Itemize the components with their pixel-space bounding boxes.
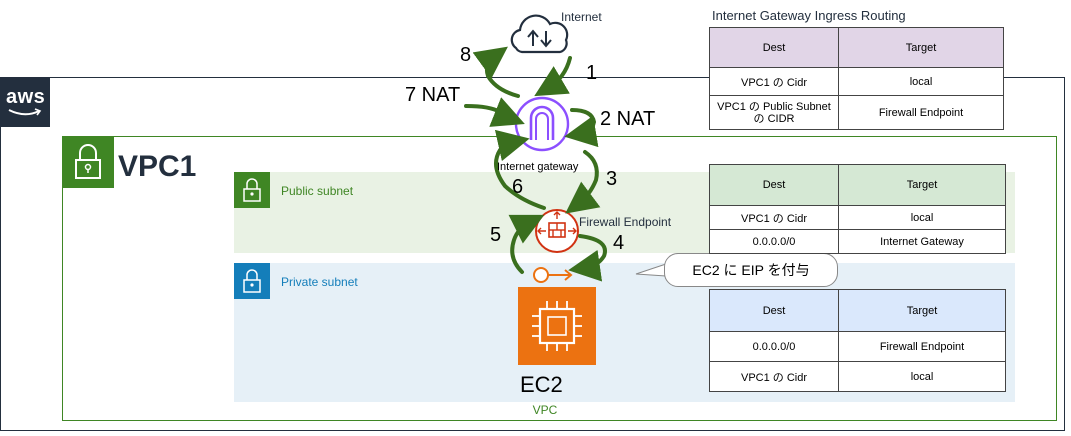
table-cell: Firewall Endpoint (838, 95, 1004, 130)
igw-ingress-table-title: Internet Gateway Ingress Routing (712, 8, 906, 23)
step-8-label: 8 (460, 44, 472, 66)
table-header: Target (838, 289, 1006, 332)
table-cell: Internet Gateway (838, 229, 1006, 254)
arrow-step-2 (564, 108, 599, 148)
table-header: Target (838, 164, 1006, 206)
internet-cloud-icon (510, 14, 569, 54)
arrow-step-8 (472, 46, 520, 98)
table-cell: VPC1 の Cidr (709, 67, 839, 96)
vpc-title: VPC1 (118, 150, 197, 183)
elastic-ip-icon (533, 267, 573, 283)
step-6-label: 6 (512, 176, 524, 198)
private-route-table: Dest Target 0.0.0.0/0 Firewall Endpoint … (709, 289, 1006, 392)
arrow-step-7 (464, 97, 525, 127)
eip-callout: EC2 に EIP を付与 (664, 253, 838, 287)
table-cell: VPC1 の Public Subnet の CIDR (709, 95, 839, 130)
table-header: Target (838, 27, 1004, 68)
internet-label: Internet (561, 10, 602, 24)
aws-smile-icon (8, 108, 42, 116)
step-1-label: 1 (586, 62, 598, 84)
public-route-table: Dest Target VPC1 の Cidr local 0.0.0.0/0 … (709, 164, 1006, 254)
table-cell: local (838, 205, 1006, 230)
arrow-step-4 (568, 234, 607, 282)
arrow-step-6 (494, 129, 546, 210)
table-cell: VPC1 の Cidr (709, 205, 839, 230)
step-2-label: 2 NAT (600, 108, 656, 130)
firewall-endpoint-icon (535, 209, 579, 253)
step-7-label: 7 NAT (405, 84, 461, 106)
callout-pointer (635, 263, 667, 277)
aws-logo: aws (0, 77, 50, 127)
private-subnet-label: Private subnet (281, 275, 358, 289)
table-header: Dest (709, 164, 839, 206)
table-cell: Firewall Endpoint (838, 331, 1006, 362)
arrow-step-3 (565, 150, 601, 214)
table-cell: 0.0.0.0/0 (709, 229, 839, 254)
ec2-instance-icon (518, 287, 596, 365)
vpc-lock-icon (62, 136, 114, 188)
public-subnet-lock-icon (234, 172, 270, 208)
vpc-bottom-label: VPC (532, 403, 558, 417)
table-cell: 0.0.0.0/0 (709, 331, 839, 362)
firewall-endpoint-label: Firewall Endpoint (579, 215, 672, 229)
table-cell: VPC1 の Cidr (709, 361, 839, 392)
step-5-label: 5 (490, 224, 502, 246)
ec2-label: EC2 (520, 372, 563, 397)
table-cell: local (838, 67, 1004, 96)
table-header: Dest (709, 27, 839, 68)
table-cell: local (838, 361, 1006, 392)
internet-gateway-label: Internet gateway (497, 161, 579, 173)
internet-gateway-icon (514, 96, 570, 152)
arrow-step-1 (534, 56, 572, 97)
aws-logo-text: aws (6, 86, 46, 108)
aws-cloud-group (0, 77, 1065, 431)
public-subnet-label: Public subnet (281, 184, 354, 198)
igw-ingress-route-table: Dest Target VPC1 の Cidr local VPC1 の Pub… (709, 27, 1004, 130)
arrow-step-5 (508, 214, 545, 274)
table-header: Dest (709, 289, 839, 332)
flow-arrows (464, 46, 607, 282)
step-4-label: 4 (613, 232, 625, 254)
private-subnet-lock-icon (234, 263, 270, 299)
step-3-label: 3 (606, 168, 618, 190)
